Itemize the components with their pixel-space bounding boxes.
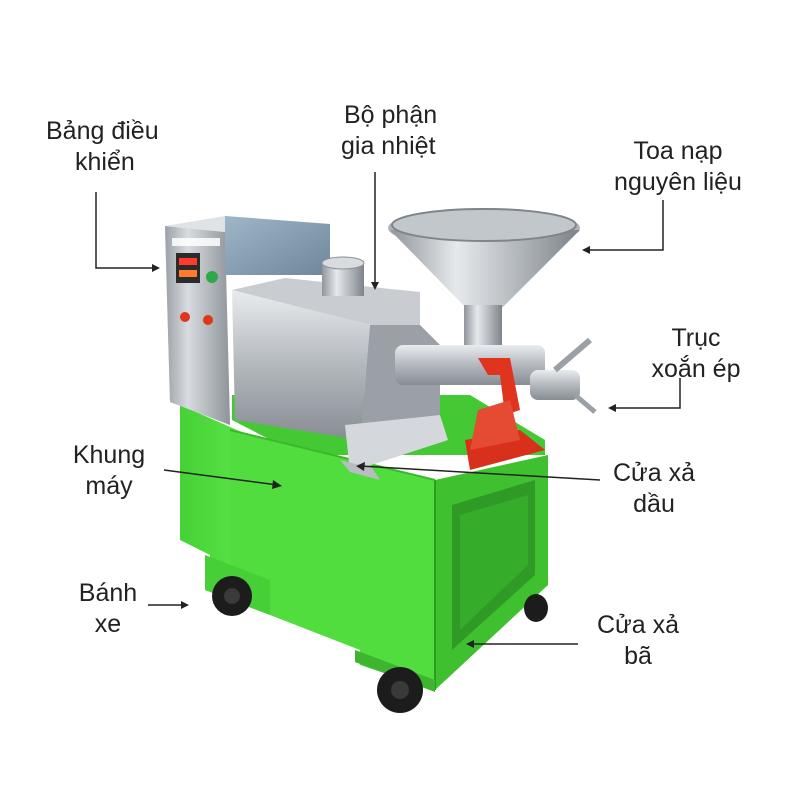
label-hopper: Toa nạp nguyên liệu xyxy=(598,136,758,198)
label-line: Bánh xyxy=(78,579,138,607)
label-line: khiển xyxy=(75,148,135,176)
label-screw-shaft: Trục xoắn ép xyxy=(636,323,756,385)
label-line: Bộ phận xyxy=(344,101,438,129)
label-line: bã xyxy=(624,642,652,670)
label-line: xe xyxy=(94,610,122,638)
feed-hopper xyxy=(388,208,580,345)
control-panel-leader xyxy=(95,192,157,269)
screw-shaft-leader xyxy=(612,378,681,409)
label-line: Bảng điều xyxy=(46,117,159,145)
label-line: Cửa xả xyxy=(612,459,696,487)
label-line: Toa nạp xyxy=(633,137,723,165)
control-box xyxy=(165,216,330,425)
annotation-lines xyxy=(95,172,681,645)
label-line: nguyên liệu xyxy=(614,168,742,196)
label-wheels: Bánh xe xyxy=(68,578,148,640)
machine-frame xyxy=(180,395,548,692)
annotation-arrowheads xyxy=(152,246,616,648)
frame-leader xyxy=(163,469,279,486)
label-oil-outlet: Cửa xả dầu xyxy=(606,458,702,520)
label-residue-outlet: Cửa xả bã xyxy=(588,610,688,672)
label-line: Cửa xả xyxy=(596,611,680,639)
hopper-leader xyxy=(585,200,664,251)
label-frame: Khung máy xyxy=(60,440,158,502)
oil-outlet-leader xyxy=(359,465,601,481)
label-control-panel: Bảng điều khiển xyxy=(46,116,159,178)
wheels xyxy=(212,576,548,713)
label-line: Trục xyxy=(671,324,721,352)
label-line: Khung xyxy=(72,441,146,469)
label-line: dầu xyxy=(633,490,675,518)
label-line: gia nhiệt xyxy=(341,132,436,160)
label-heater: Bộ phận gia nhiệt xyxy=(341,100,437,162)
screw-press-assembly xyxy=(395,337,597,470)
label-line: xoắn ép xyxy=(651,355,741,383)
label-line: máy xyxy=(85,472,133,500)
